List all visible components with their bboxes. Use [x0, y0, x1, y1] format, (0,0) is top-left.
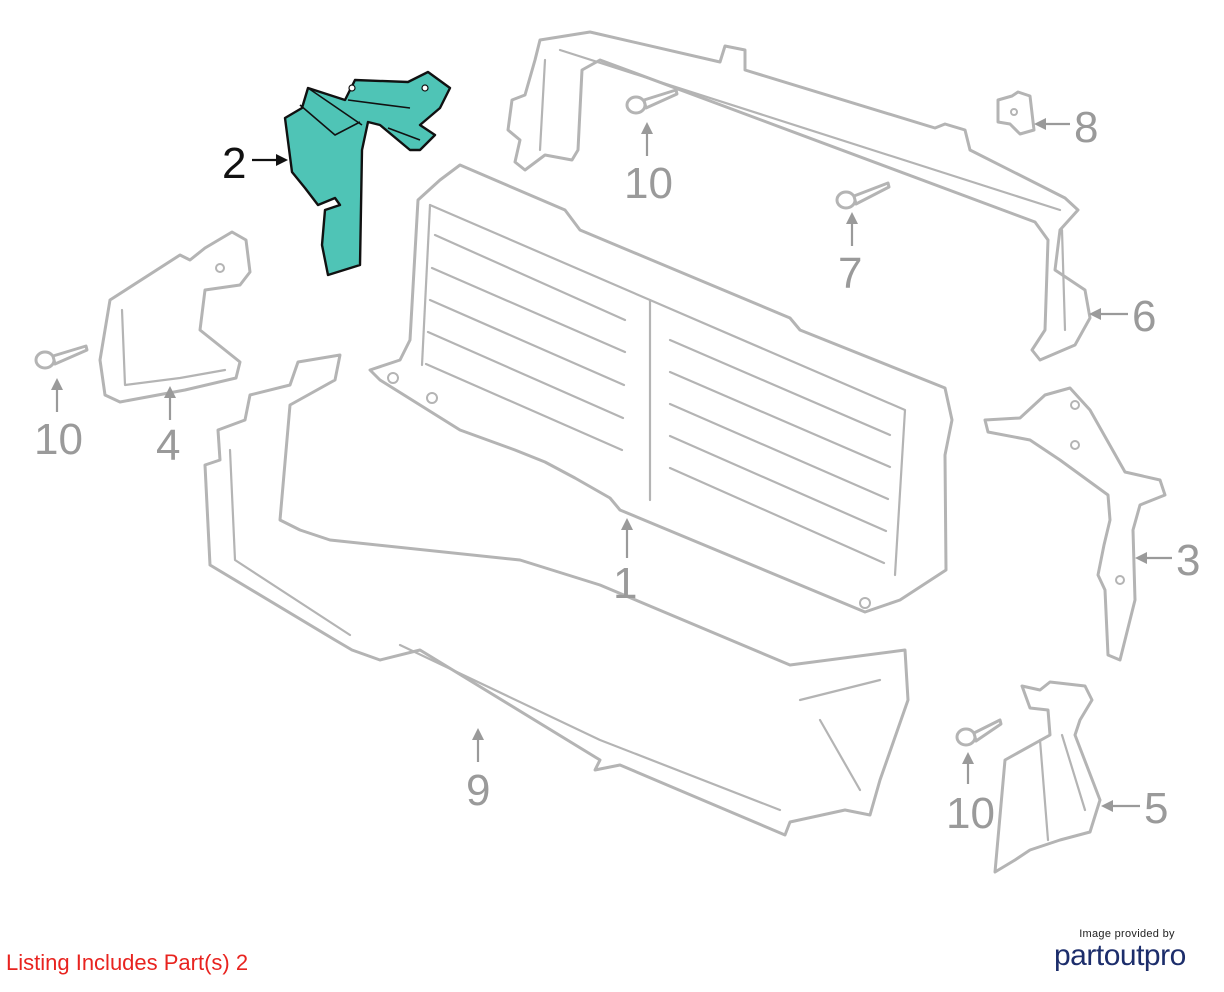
part-5-right-lower-deflector	[993, 680, 1102, 874]
brand-logo: Image provided by partoutpro	[1054, 928, 1214, 972]
callout-6: 6	[1132, 292, 1156, 341]
callout-5: 5	[1144, 784, 1168, 833]
callout-2: 2	[222, 139, 246, 188]
callout-9: 9	[466, 766, 490, 815]
callout-8: 8	[1074, 103, 1098, 152]
push-pin-10-top	[625, 88, 679, 115]
push-pin-10-bottom	[955, 718, 1003, 747]
callout-1: 1	[613, 559, 637, 608]
part-8-clip	[996, 90, 1036, 136]
push-pin-10-left	[34, 344, 89, 370]
part-6-upper-rail	[506, 30, 1092, 362]
part-3-right-bracket	[983, 386, 1167, 662]
push-pin-7	[835, 181, 891, 210]
louvers-left	[424, 233, 627, 452]
part-4-left-deflector	[98, 230, 252, 404]
brand-caption: Image provided by	[1079, 928, 1175, 940]
louvers-right	[668, 338, 892, 565]
callout-10-top: 10	[624, 159, 673, 208]
callout-4: 4	[156, 421, 180, 470]
part-9-lower-deflector	[203, 353, 910, 837]
callout-labels: 2 1 3 4 5 6 7 8 9 10 10 10	[34, 103, 1200, 838]
leader-lines	[51, 118, 1172, 812]
listing-note: Listing Includes Part(s) 2	[6, 950, 249, 975]
part-1-grille-shutter	[368, 163, 954, 614]
part-2-highlighted-bracket	[283, 70, 452, 277]
callout-7: 7	[838, 249, 862, 298]
callout-10-bottom: 10	[946, 789, 995, 838]
callout-3: 3	[1176, 536, 1200, 585]
callout-10-left: 10	[34, 415, 83, 464]
brand-name: partoutpro	[1054, 939, 1186, 972]
